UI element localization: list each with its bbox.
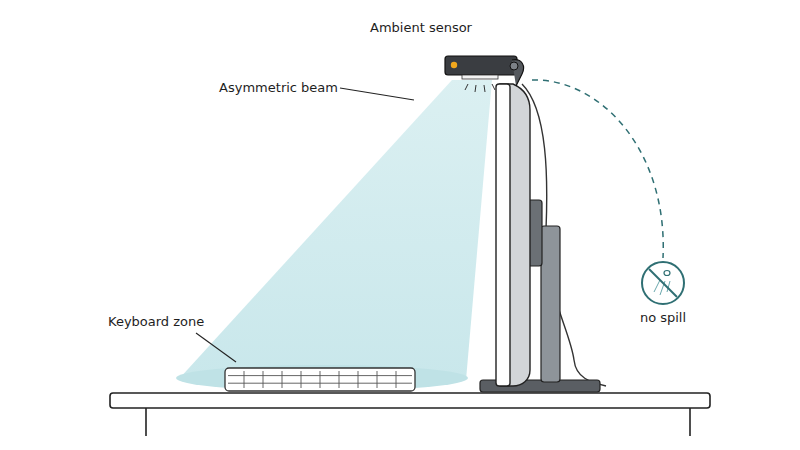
led-strip: [462, 75, 498, 79]
keyboard-zone-pool: [176, 365, 468, 391]
beam-label: Asymmetric beam: [219, 80, 338, 96]
ambient-sensor: [451, 62, 457, 68]
no-spill-icon: [642, 262, 684, 304]
light-bar: [445, 56, 517, 75]
sensor-label: Ambient sensor: [370, 20, 472, 36]
spill-label: no spill: [640, 310, 686, 326]
light-beam: [178, 80, 492, 380]
leader-line: [196, 333, 236, 362]
desk-top: [110, 393, 710, 408]
leader-line: [340, 88, 414, 100]
spill-arc: [532, 80, 663, 258]
stand-neck: [541, 226, 560, 382]
desk-leg: [689, 408, 691, 436]
light-rays: [465, 84, 495, 92]
monitor-panel: [496, 84, 510, 386]
keyboard: [225, 368, 415, 391]
desk-leg: [145, 408, 147, 436]
clamp-hinge: [510, 62, 518, 70]
zone-label: Keyboard zone: [108, 314, 204, 330]
